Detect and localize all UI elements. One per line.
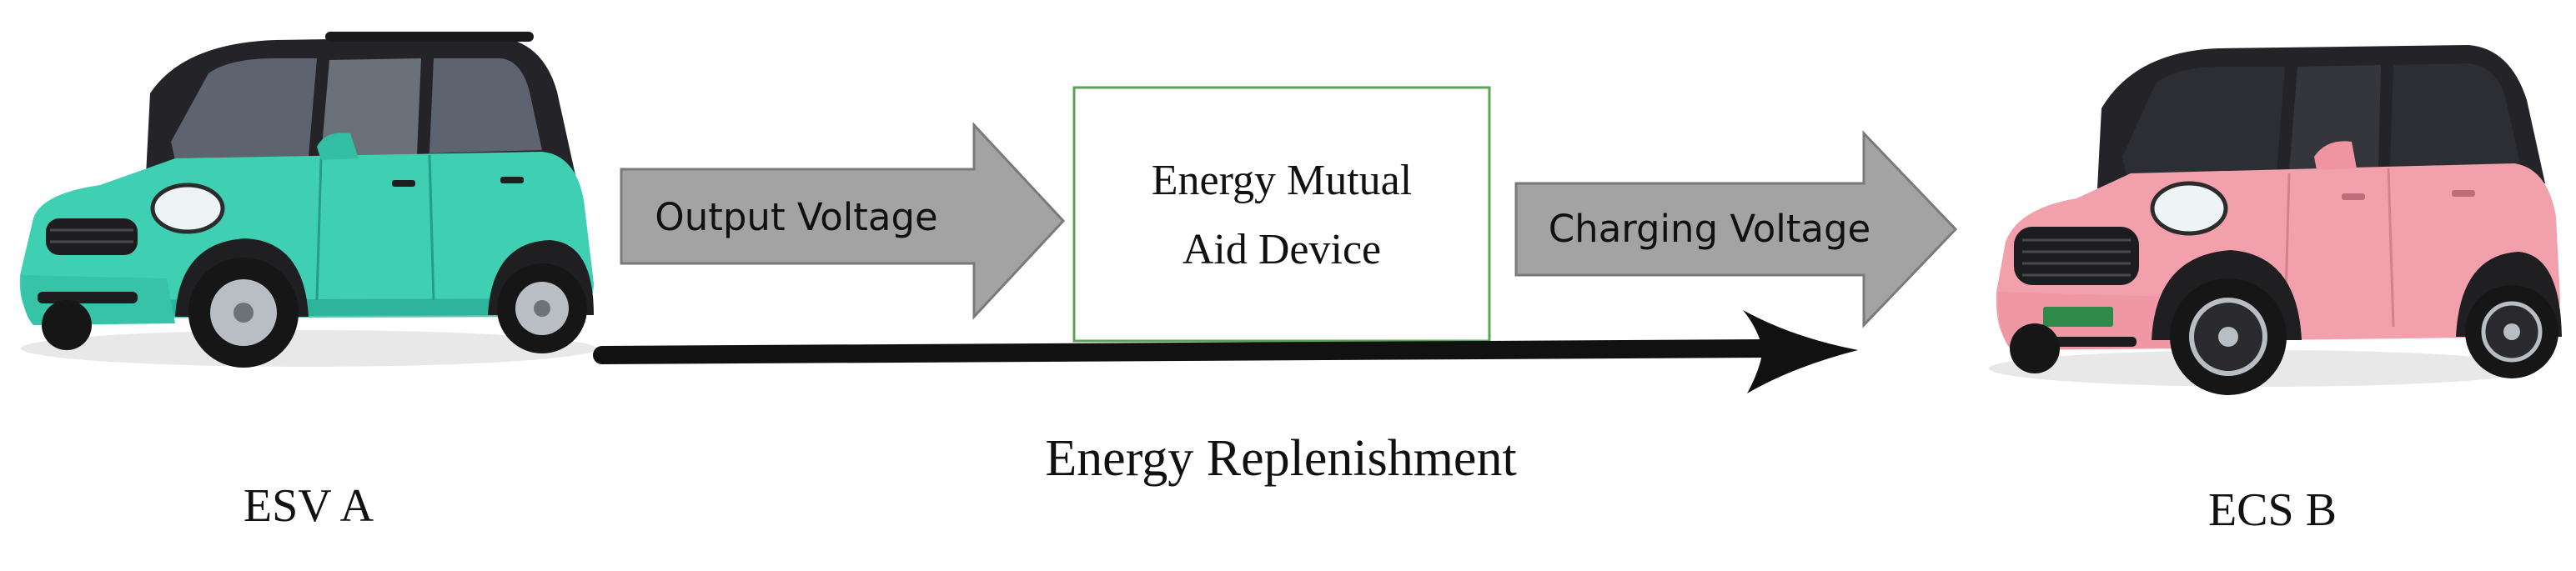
- left-vehicle: [19, 32, 596, 368]
- right-vehicle-label: ECS B: [2208, 484, 2337, 536]
- energy-replenishment-arrow: Energy Replenishment: [593, 310, 1858, 487]
- device-box: [1072, 86, 1491, 343]
- charging-voltage-label: Charging Voltage: [1549, 207, 1870, 251]
- energy-replenishment-label: Energy Replenishment: [1045, 430, 1516, 487]
- charging-voltage-arrow: Charging Voltage: [1514, 130, 1958, 328]
- energy-mutual-aid-device: Energy Mutual Aid Device: [1072, 86, 1491, 343]
- device-label-line1: Energy Mutual: [1152, 157, 1412, 204]
- replenishment-arrow-head: [1743, 310, 1858, 393]
- output-voltage-arrow: Output Voltage: [620, 122, 1066, 320]
- output-voltage-label: Output Voltage: [655, 195, 937, 239]
- right-vehicle: [1989, 45, 2562, 395]
- device-label-line2: Aid Device: [1183, 226, 1381, 273]
- left-vehicle-label: ESV A: [244, 480, 374, 532]
- replenishment-arrow-shaft: [593, 339, 1777, 364]
